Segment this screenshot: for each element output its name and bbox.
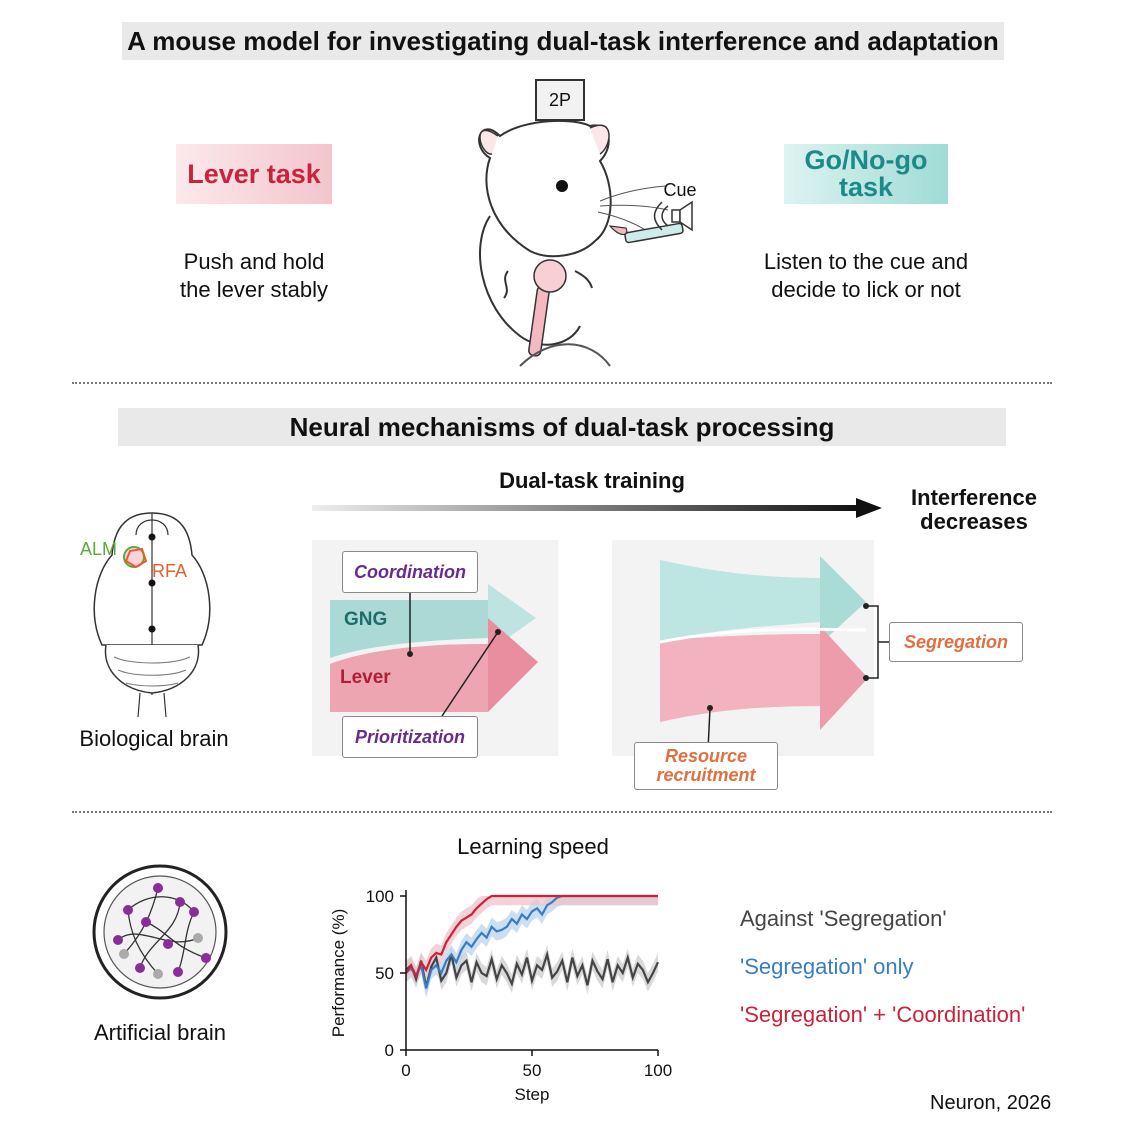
alm-label: ALM (80, 539, 117, 559)
mouse-ear-right (589, 124, 610, 155)
outcome-line1: Interference (911, 485, 1037, 510)
chart-title: Learning speed (457, 834, 609, 859)
outcome-line2: decreases (920, 509, 1028, 534)
legend-item-against: Against 'Segregation' (740, 906, 947, 931)
gonogo-task-description: Listen to the cue and decide to lick or … (740, 248, 992, 304)
citation: Neuron, 2026 (930, 1092, 1052, 1114)
x-tick-label: 0 (401, 1061, 410, 1080)
coordination-label: Coordination (342, 551, 478, 593)
artificial-brain-illustration (92, 864, 228, 1000)
outcome-label: Interference decreases (896, 486, 1052, 534)
gng-stream-label: GNG (344, 609, 387, 630)
lever-desc-line2: the lever stably (180, 277, 328, 302)
legend: Against 'Segregation' 'Segregation' only… (740, 906, 1080, 1050)
lever-stream-label: Lever (340, 667, 391, 688)
brainstem (137, 692, 167, 718)
mouse-body (479, 215, 581, 346)
lever-task-title: Lever task (187, 158, 321, 189)
resource-recruitment-label: Resource recruitment (634, 742, 778, 790)
series-line-2 (405, 894, 658, 979)
segregation-label: Segregation (889, 622, 1023, 662)
bregma-dot (148, 533, 156, 541)
series-band-1 (406, 896, 658, 998)
cerebellum (104, 644, 200, 694)
biological-brain-caption: Biological brain (79, 726, 229, 751)
microscope-label: 2P (549, 90, 571, 110)
training-arrow (312, 498, 882, 518)
resource-line2: recruitment (656, 765, 756, 785)
x-tick-label: 50 (523, 1061, 542, 1080)
section-divider-top (72, 382, 1052, 384)
artificial-brain-caption: Artificial brain (93, 1020, 227, 1045)
mouse-illustration: 2P Cue (478, 79, 697, 367)
network-nodes (113, 883, 211, 979)
series-band-0 (406, 945, 658, 997)
lever-wheel (519, 343, 611, 367)
y-tick-label: 50 (375, 964, 394, 983)
legend-item-segregation-coordination: 'Segregation' + 'Coordination' (740, 1002, 1026, 1027)
lever-desc-line1: Push and hold (183, 249, 325, 274)
mouse-ear-left (479, 129, 499, 155)
training-label: Dual-task training (499, 468, 685, 493)
mouse-paw (533, 259, 567, 293)
series-band-2 (406, 896, 658, 986)
x-tick-label: 100 (644, 1061, 672, 1080)
push-arrow (574, 270, 593, 289)
streams-panel-late (612, 540, 874, 756)
speaker-icon (653, 200, 693, 232)
y-axis-label: Performance (%) (329, 909, 348, 1037)
gonogo-title-line1: Go/No-go (804, 145, 928, 175)
tremor-mark (503, 270, 509, 299)
gonogo-desc-line1: Listen to the cue and (763, 249, 969, 274)
series-line-0 (405, 950, 659, 988)
biological-brain-illustration: ALM RFA (80, 512, 211, 718)
mechanisms-title: Neural mechanisms of dual-task processin… (118, 408, 1006, 446)
legend-item-segregation: 'Segregation' only (740, 954, 914, 979)
mouse-head (478, 119, 612, 258)
rfa-label: RFA (152, 561, 187, 581)
mouse-eye (556, 180, 568, 192)
gonogo-desc-line2: decide to lick or not (771, 277, 961, 302)
lever-task-description: Push and hold the lever stably (140, 248, 368, 304)
resource-line1: Resource (664, 746, 748, 766)
mouse-tongue (608, 225, 628, 236)
cue-label: Cue (663, 180, 696, 200)
network-edges (117, 887, 207, 975)
lever-task-badge: Lever task (176, 144, 332, 204)
rfa-region (124, 547, 148, 569)
page-title: A mouse model for investigating dual-tas… (122, 22, 1004, 60)
section-divider-bottom (72, 811, 1052, 813)
gonogo-title-line2: task (838, 172, 894, 202)
y-tick-label: 0 (385, 1041, 394, 1060)
olfactory-bulb (135, 519, 169, 536)
gonogo-task-badge: Go/No-go task (784, 144, 948, 204)
lick-spout (624, 222, 684, 244)
x-axis-label: Step (515, 1085, 550, 1104)
y-tick-label: 100 (366, 887, 394, 906)
prioritization-label: Prioritization (342, 716, 478, 758)
